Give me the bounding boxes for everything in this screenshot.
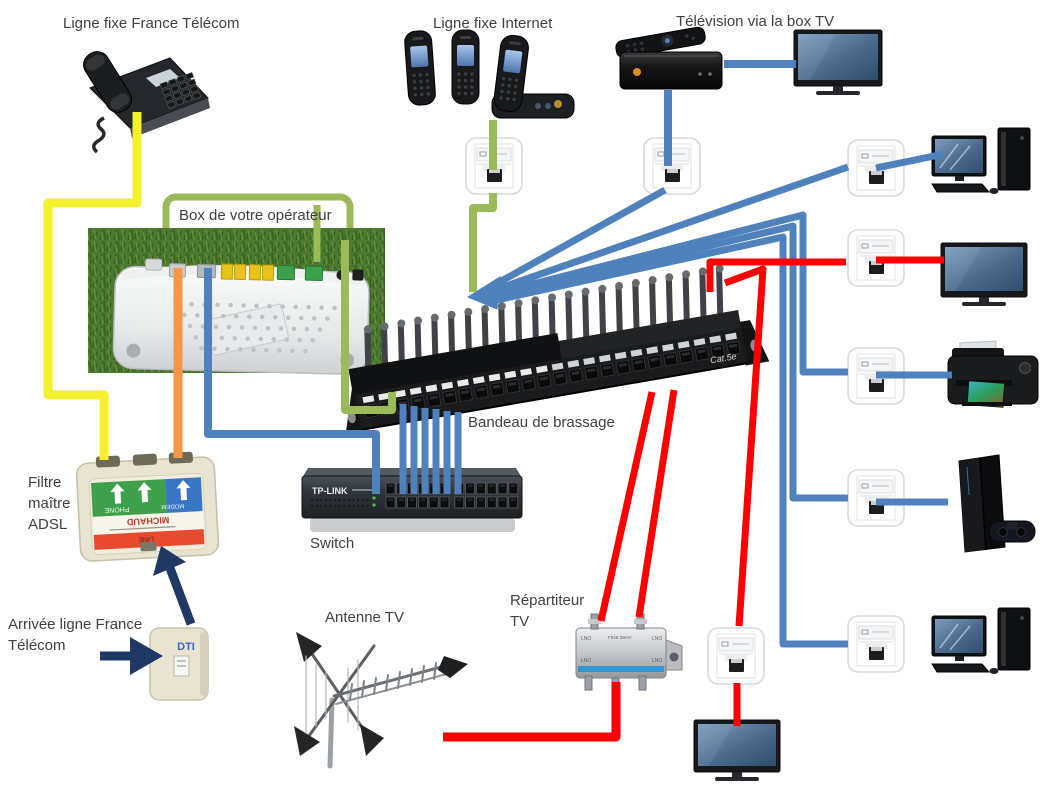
wall-outlet-tv-box bbox=[643, 137, 701, 195]
cable-box-to-panel bbox=[341, 240, 396, 414]
incoming-line-arrows bbox=[100, 546, 196, 675]
filter-brand-text: MICHAUD bbox=[126, 515, 169, 527]
svg-text:F946 3WAY: F946 3WAY bbox=[608, 635, 632, 640]
cables-panel-to-switch bbox=[399, 404, 462, 494]
cable-antenna-to-splitter bbox=[443, 682, 621, 742]
patch-panel-cat5e-text: Cat.5e bbox=[709, 351, 737, 365]
filter-modem-text: MODEM bbox=[161, 502, 184, 509]
tv-living-room bbox=[793, 29, 883, 95]
cable-box-to-switch bbox=[204, 268, 380, 494]
wall-outlet-tv-3 bbox=[707, 627, 765, 685]
cable-panel-to-splitter-2 bbox=[635, 389, 678, 618]
label-switch: Switch bbox=[310, 535, 355, 552]
cable-outlet-to-computer1 bbox=[875, 150, 945, 172]
game-console bbox=[958, 454, 1036, 553]
filter-phone-text: PHONE bbox=[104, 505, 130, 513]
cable-phone-to-filter bbox=[43, 112, 142, 460]
cable-panel-to-tv3-outlet bbox=[723, 265, 767, 627]
label-tv-box: Télévision via la box TV bbox=[676, 13, 835, 30]
computer-1 bbox=[931, 127, 1031, 194]
operator-box-photo bbox=[88, 228, 385, 375]
cables bbox=[43, 60, 952, 742]
label-repartiteur: Répartiteur TV bbox=[510, 592, 585, 630]
printer bbox=[947, 340, 1039, 408]
label-box-operateur: Box de votre opérateur bbox=[179, 207, 332, 224]
wall-outlet-game-console bbox=[847, 469, 905, 527]
arrowhead-to-dti bbox=[130, 637, 163, 675]
france-telecom-phone bbox=[83, 51, 210, 154]
tv-antenna bbox=[294, 632, 468, 769]
cable-outlet-to-panel bbox=[469, 193, 497, 292]
computer-2 bbox=[931, 607, 1031, 674]
filter-line-text: LINE bbox=[138, 535, 154, 543]
tv-2 bbox=[940, 242, 1028, 306]
dti-box: DTI bbox=[149, 627, 209, 701]
label-antenne: Antenne TV bbox=[325, 609, 404, 626]
cable-panel-to-computer2-outlet bbox=[491, 233, 848, 648]
svg-text:LNO: LNO bbox=[581, 636, 591, 642]
fan-arrowhead bbox=[466, 276, 501, 310]
label-bandeau: Bandeau de brassage bbox=[468, 414, 615, 431]
cable-panel-to-printer-outlet bbox=[489, 211, 848, 376]
tv-3 bbox=[693, 719, 781, 781]
arrowhead-to-filter bbox=[153, 546, 186, 576]
cable-panel-to-tvbox-outlet bbox=[485, 186, 667, 293]
switch-brand-text: TP-LINK bbox=[312, 486, 348, 496]
label-arrivee: Arrivée ligne France Télécom bbox=[8, 616, 143, 654]
svg-text:LNO: LNO bbox=[652, 636, 662, 642]
label-ligne-fixe-ft: Ligne fixe France Télécom bbox=[63, 15, 240, 32]
tv-set-top-box bbox=[615, 26, 723, 90]
cable-panel-to-console-outlet bbox=[490, 222, 848, 502]
adsl-master-filter: PHONE MODEM MICHAUD LINE bbox=[75, 451, 220, 562]
svg-text:LNO: LNO bbox=[652, 658, 662, 664]
cable-panel-to-tv2-outlet bbox=[706, 258, 846, 292]
label-ligne-fixe-internet: Ligne fixe Internet bbox=[433, 15, 553, 32]
label-filtre: Filtre maître ADSL bbox=[28, 474, 71, 533]
cable-panel-to-splitter-1 bbox=[597, 391, 656, 622]
internet-phones bbox=[404, 29, 575, 119]
svg-text:LNO: LNO bbox=[581, 658, 591, 664]
dti-text: DTI bbox=[177, 641, 195, 653]
cable-panel-to-computer1-outlet bbox=[487, 163, 850, 296]
patch-panel: Cat.5e bbox=[345, 264, 770, 435]
wall-outlet-computer-2 bbox=[847, 615, 905, 673]
